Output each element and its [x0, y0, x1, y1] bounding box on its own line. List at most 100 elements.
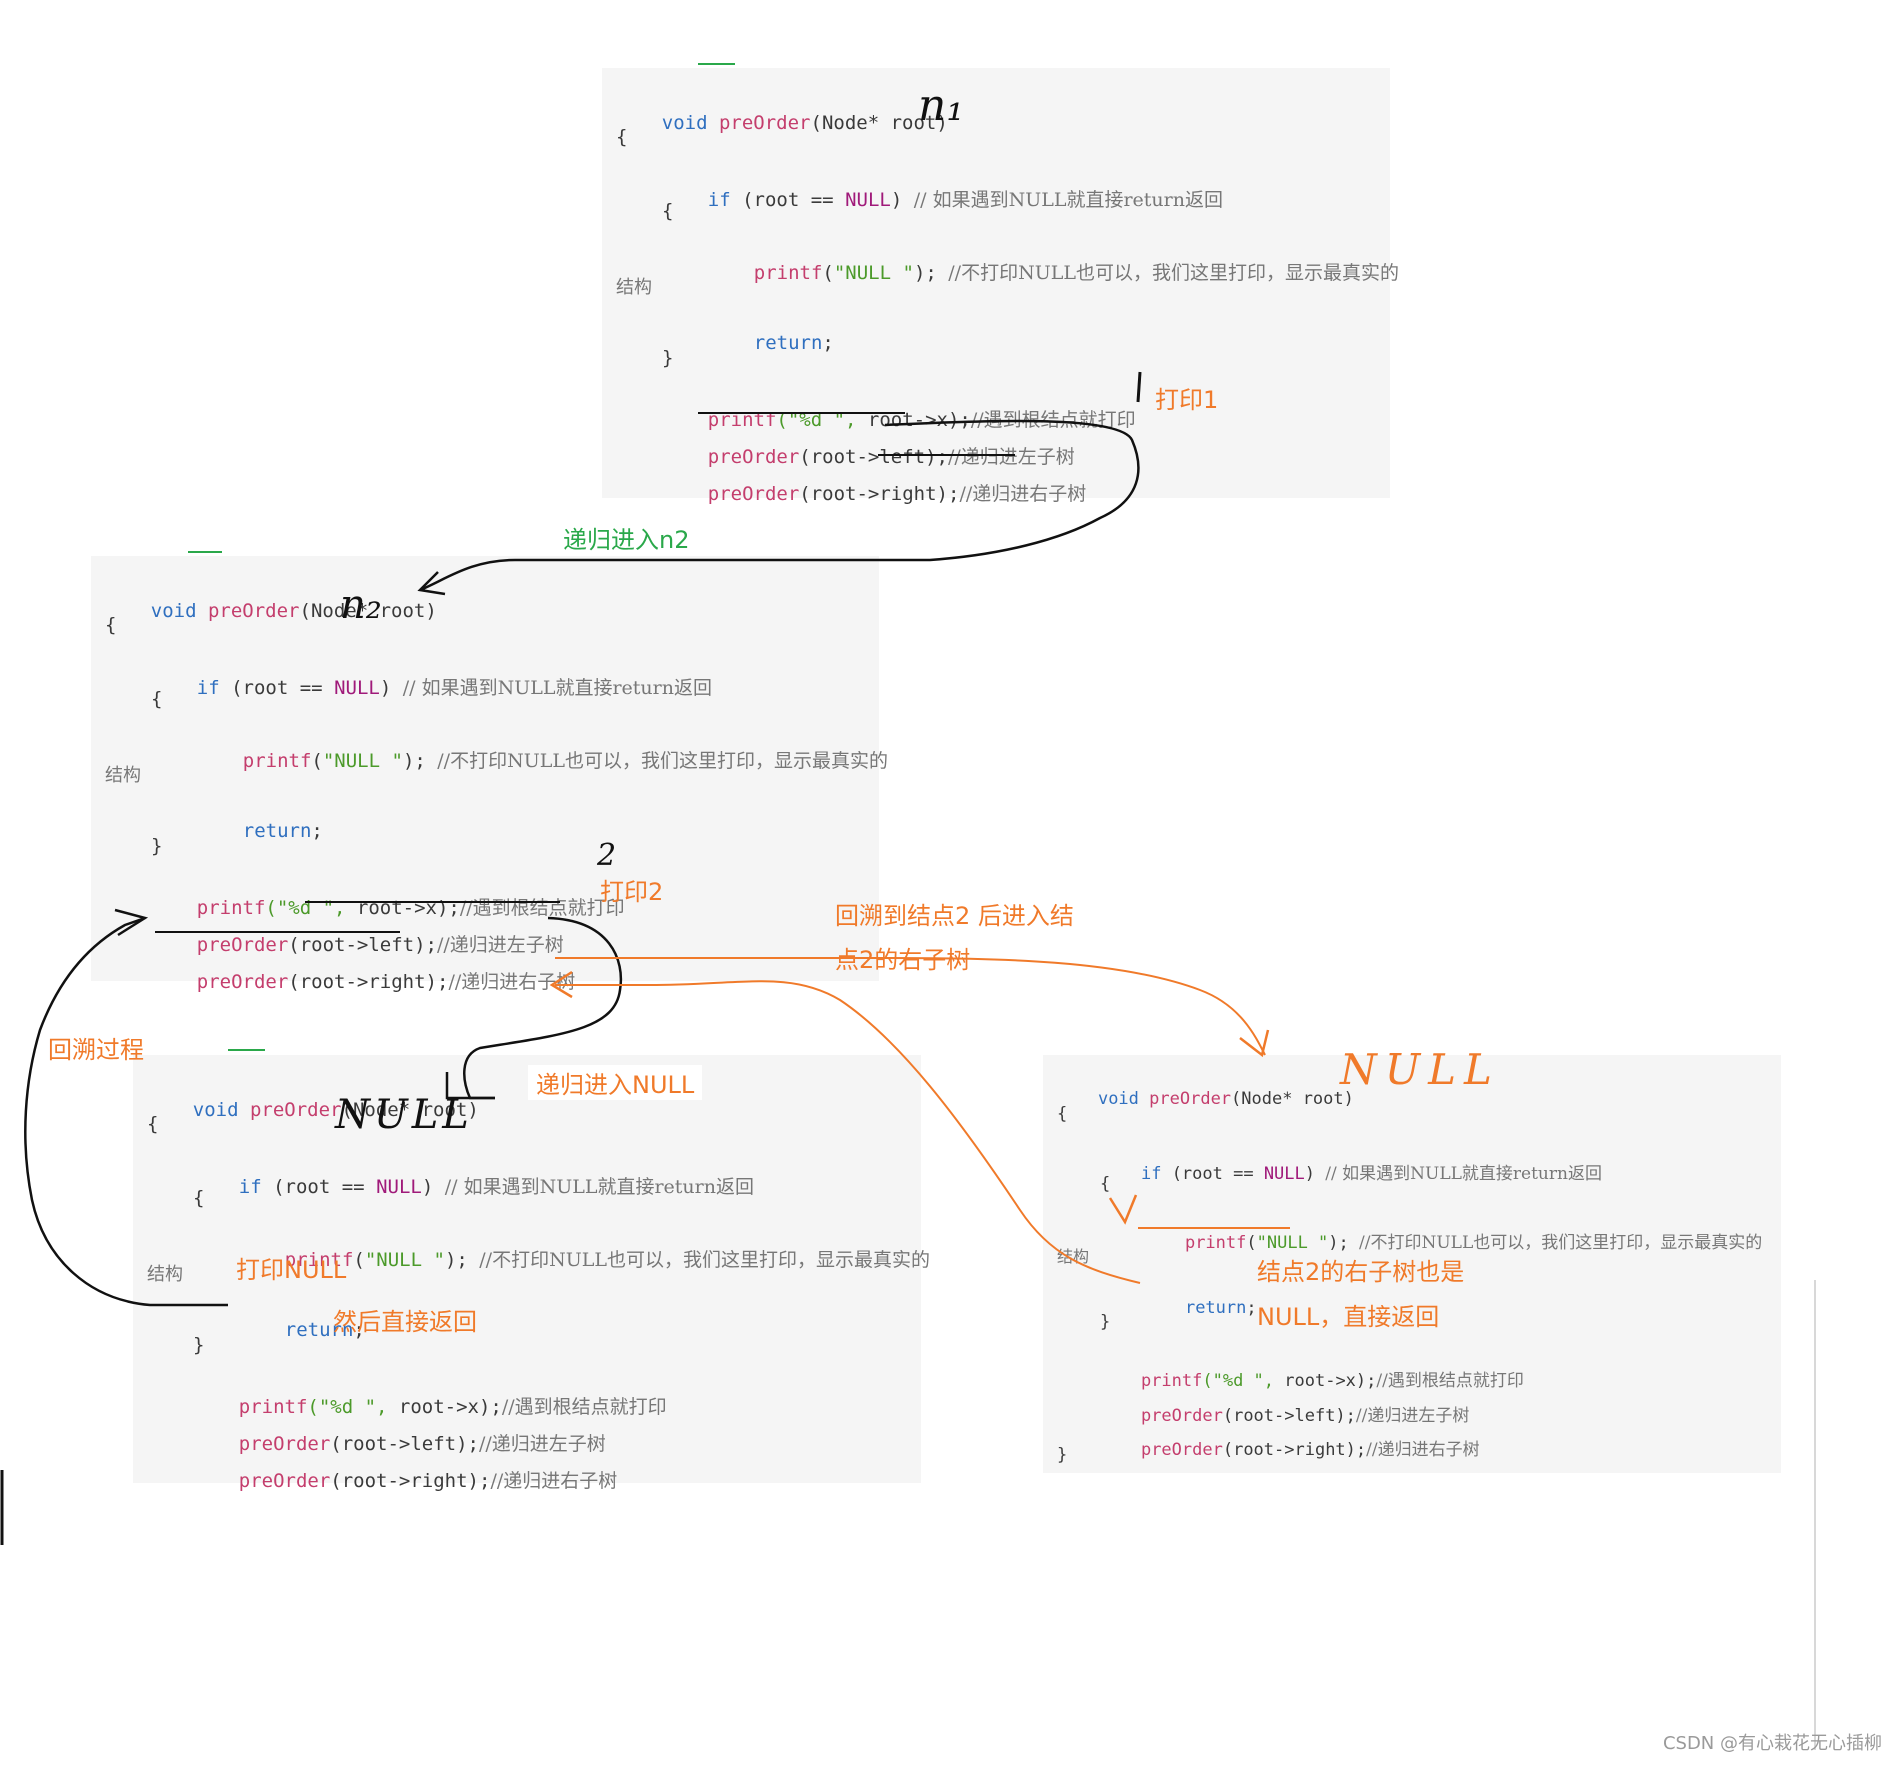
inner-open-brace: { — [662, 200, 674, 222]
print2-note: 打印2 — [600, 878, 664, 906]
print-comment: //遇到根结点就打印 — [501, 1396, 667, 1418]
code-block-n1: void preOrder(Node* root) { if (root == … — [602, 68, 1399, 505]
print-comment: //遇到根结点就打印 — [1376, 1371, 1524, 1391]
paren-close: ); — [402, 750, 426, 772]
preorder-call: preOrder — [238, 1470, 331, 1492]
if-condition: (root == — [273, 1176, 377, 1198]
semicolon: ; — [1246, 1298, 1257, 1318]
open-brace: { — [1057, 1104, 1068, 1124]
preorder-left-line: preOrder(root->left);//递归进左子树 — [1100, 1381, 1469, 1446]
left-args: (root->left); — [288, 934, 437, 956]
string-literal: "NULL " — [364, 1249, 445, 1271]
watermark: CSDN @有心栽花无心插柳 — [1662, 1733, 1882, 1754]
code-block-n2: void preOrder(Node* root) { if (root == … — [91, 556, 888, 993]
signature-args: (Node* root) — [810, 112, 948, 134]
if-comment: // 如果遇到NULL就直接return返回 — [1325, 1164, 1602, 1184]
printf-function: printf — [753, 262, 823, 284]
paren: ( — [311, 750, 323, 772]
semicolon: ; — [822, 332, 834, 354]
if-condition-close: ) — [890, 189, 903, 211]
paren-close: ); — [1328, 1233, 1349, 1253]
inner-open-brace: { — [151, 688, 163, 710]
signature-line: void preOrder(Node* root) — [616, 90, 948, 156]
right-args: (root->right); — [330, 1470, 491, 1492]
open-brace: { — [147, 1113, 159, 1135]
printf-comment: //不打印NULL也可以，我们这里打印，显示最真实的 — [479, 1249, 930, 1271]
null-hand-right: NULL — [1340, 1045, 1500, 1094]
preorder-right-line: preOrder(root->right);//递归进右子树 — [662, 457, 1086, 528]
printf-comment: //不打印NULL也可以，我们这里打印，显示最真实的 — [437, 750, 888, 772]
return-keyword: return — [1184, 1298, 1247, 1318]
if-comment: // 如果遇到NULL就直接return返回 — [402, 677, 712, 699]
printf-function: printf — [238, 1396, 308, 1418]
paren: ( — [1246, 1233, 1257, 1253]
close-brace: } — [1057, 1445, 1068, 1465]
if-line: if (root == NULL) // 如果遇到NULL就直接return返回 — [662, 163, 1223, 234]
printf-null-line: printf("NULL "); //不打印NULL也可以，我们这里打印，显示最… — [708, 236, 1399, 307]
printf-null-line: printf("NULL "); //不打印NULL也可以，我们这里打印，显示最… — [197, 724, 888, 795]
wrapped-comment: 结构 — [616, 277, 652, 298]
string-literal: "NULL " — [833, 262, 914, 284]
printf-function: printf — [196, 897, 266, 919]
preorder-call: preOrder — [707, 483, 800, 505]
paren: ( — [353, 1249, 365, 1271]
inner-close-brace: } — [1100, 1312, 1111, 1332]
format-string: ("%d ", — [307, 1396, 399, 1418]
null-literal: NULL — [334, 677, 380, 699]
preorder-left-line: preOrder(root->left);//递归进左子树 — [193, 1407, 606, 1478]
signature-line: void preOrder(Node* root) — [105, 578, 437, 644]
print1-note: 打印1 — [1155, 386, 1219, 414]
if-condition: (root == — [742, 189, 846, 211]
return-keyword: return — [284, 1319, 354, 1341]
if-comment: // 如果遇到NULL就直接return返回 — [444, 1176, 754, 1198]
print-null-note: 打印NULL — [236, 1256, 347, 1284]
left-args: (root->left); — [1222, 1406, 1356, 1426]
wrapped-comment: 结构 — [1057, 1247, 1090, 1266]
paren-close: ); — [444, 1249, 468, 1271]
if-condition-close: ) — [379, 677, 392, 699]
function-name: preOrder — [1149, 1089, 1232, 1109]
arrow-head-right-subtree — [1239, 1029, 1270, 1058]
void-keyword: void — [661, 112, 708, 134]
code-block-null-right: void preOrder(Node* root) { if (root == … — [1043, 1055, 1781, 1473]
left-comment: //递归进左子树 — [1355, 1406, 1470, 1426]
right-null-note-2: NULL，直接返回 — [1257, 1303, 1440, 1331]
preorder-right-line: preOrder(root->right);//递归进右子树 — [1100, 1415, 1480, 1480]
inner-close-brace: } — [151, 835, 163, 857]
printf-function: printf — [1184, 1233, 1247, 1253]
string-literal: "NULL " — [322, 750, 403, 772]
open-brace: { — [105, 614, 117, 636]
backtrack-note: 回溯过程 — [48, 1036, 144, 1064]
wrapped-comment: 结构 — [147, 1264, 183, 1285]
two-label: 2 — [597, 838, 617, 873]
void-keyword: void — [150, 600, 197, 622]
inner-open-brace: { — [1100, 1174, 1111, 1194]
null-literal: NULL — [845, 189, 891, 211]
enter-null-note: 递归进入NULL — [528, 1065, 703, 1100]
print-root-line: printf("%d ", root->x);//遇到根结点就打印 — [193, 1370, 667, 1441]
return-line: return; — [708, 310, 834, 376]
signature-line: void preOrder(Node* root) — [1057, 1069, 1354, 1129]
if-keyword: if — [238, 1176, 262, 1198]
return-line: return; — [197, 798, 323, 864]
printf-function: printf — [284, 1249, 354, 1271]
null-hand-left: NULL — [335, 1092, 473, 1138]
return-line: return; — [1144, 1278, 1257, 1338]
backtrack-right-note-2: 点2的右子树 — [835, 946, 971, 974]
if-condition: (root == — [231, 677, 335, 699]
if-comment: // 如果遇到NULL就直接return返回 — [913, 189, 1223, 211]
semicolon: ; — [311, 820, 323, 842]
function-name: preOrder — [718, 112, 811, 134]
inner-open-brace: { — [193, 1187, 205, 1209]
printf-comment: //不打印NULL也可以，我们这里打印，显示最真实的 — [948, 262, 1399, 284]
if-condition-close: ) — [421, 1176, 434, 1198]
if-keyword: if — [707, 189, 731, 211]
right-comment: //递归进右子树 — [490, 1470, 618, 1492]
n2-label: n₂ — [340, 582, 382, 628]
wrapped-comment: 结构 — [105, 765, 141, 786]
open-brace: { — [616, 126, 628, 148]
left-comment: //递归进左子树 — [479, 1433, 606, 1455]
right-comment: //递归进右子树 — [959, 483, 1087, 505]
preorder-right-line: preOrder(root->right);//递归进右子树 — [151, 945, 575, 1016]
printf-function: printf — [1140, 1371, 1203, 1391]
